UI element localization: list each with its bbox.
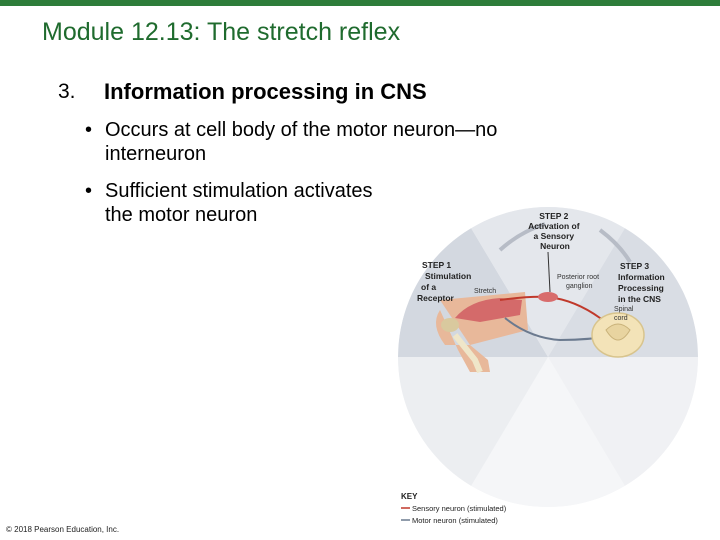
copyright-notice: © 2018 Pearson Education, Inc. xyxy=(6,525,120,534)
leg-illustration xyxy=(436,292,528,374)
step1-line: Stimulation xyxy=(425,271,471,281)
key-item-motor: Motor neuron (stimulated) xyxy=(412,516,498,525)
bullet-text: Sufficient stimulation activates the mot… xyxy=(105,180,373,226)
section-heading: Information processing in CNS xyxy=(104,79,427,104)
bullet-text: Occurs at cell body of the motor neuron—… xyxy=(105,119,498,165)
step3-line: in the CNS xyxy=(618,294,661,304)
bullet-dot: • xyxy=(85,119,93,141)
spinal-cord-shape xyxy=(591,312,645,358)
ganglion-label: Posterior root ganglion xyxy=(557,274,601,290)
step1-line: Receptor xyxy=(417,293,455,303)
step2-label: STEP 2 Activation of a Sensory Neuron xyxy=(528,211,582,251)
bullet-item: • Occurs at cell body of the motor neuro… xyxy=(85,118,585,166)
ganglion-shape xyxy=(538,292,558,302)
cycle-arrow xyxy=(498,222,546,252)
step3-line: Processing xyxy=(618,283,664,293)
stretch-label: Stretch xyxy=(474,288,496,295)
key-item-sensory: Sensory neuron (stimulated) xyxy=(412,504,507,513)
step1-label: STEP 1 Stimulation of a Receptor xyxy=(417,260,474,303)
bullet-item: • Sufficient stimulation activates the m… xyxy=(85,179,405,227)
cycle-arrow xyxy=(598,228,632,264)
step3-title: STEP 3 xyxy=(620,261,649,271)
slide-title: Module 12.13: The stretch reflex xyxy=(42,18,401,46)
ganglion-line: Posterior root xyxy=(557,274,599,281)
figure-key: KEY Sensory neuron (stimulated) Motor ne… xyxy=(401,492,507,525)
step2-line: Activation of xyxy=(528,221,580,231)
ganglion-line: ganglion xyxy=(566,283,593,290)
step3-label: STEP 3 Information Processing in the CNS xyxy=(618,261,667,304)
pointer-line xyxy=(547,251,551,293)
step2-line: a Sensory xyxy=(533,231,574,241)
step3-line: Information xyxy=(618,272,665,282)
step1-line: of a xyxy=(421,282,436,292)
step2-line: Neuron xyxy=(540,241,570,251)
spinal-cord-line: cord xyxy=(614,315,628,322)
step1-title: STEP 1 xyxy=(422,260,451,270)
spinal-cord-label: Spinal cord xyxy=(614,306,635,322)
top-accent-bar xyxy=(0,0,720,6)
step2-title: STEP 2 xyxy=(539,211,568,221)
bullet-dot: • xyxy=(85,180,93,202)
item-number: 3. xyxy=(58,80,76,103)
spinal-cord-line: Spinal xyxy=(614,306,634,313)
key-title: KEY xyxy=(401,492,418,501)
